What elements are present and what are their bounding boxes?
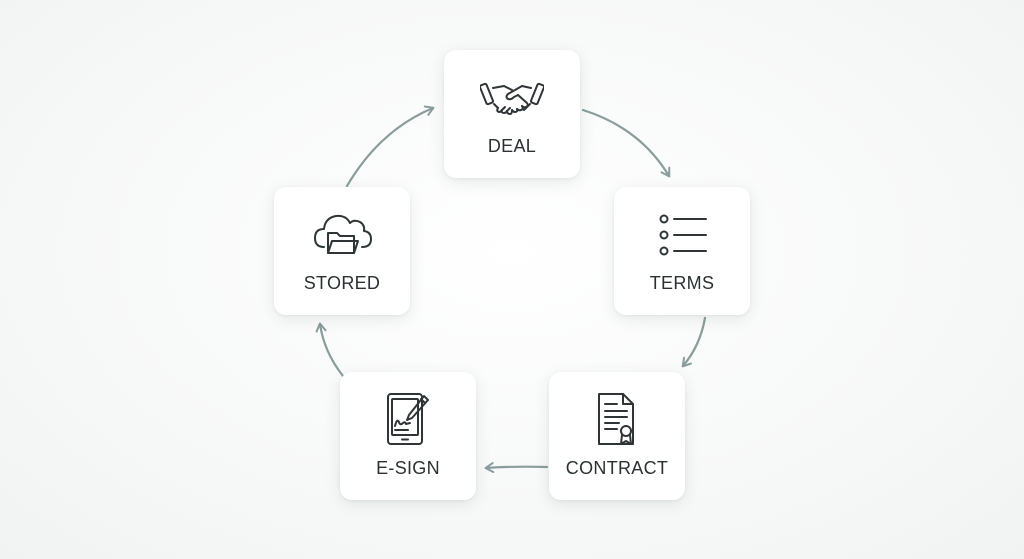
node-deal-label: DEAL [487,136,537,156]
cloud-folder-icon [310,207,374,263]
certificate-document-icon [585,392,649,448]
node-contract: CONTRACT [549,372,685,500]
node-esign-label: E-SIGN [376,458,440,478]
node-esign: E-SIGN [340,372,476,500]
arrow-esign-to-stored [315,322,345,378]
arrow-terms-to-contract [681,316,707,368]
arrow-contract-to-esign [484,462,549,474]
checklist-icon [650,207,714,263]
node-terms-label: TERMS [649,273,715,293]
tablet-signature-icon [376,392,440,448]
node-terms: TERMS [614,187,750,315]
node-deal: DEAL [444,50,580,178]
node-contract-label: CONTRACT [565,458,669,478]
arrow-stored-to-deal [345,105,435,188]
handshake-icon [480,70,544,126]
node-stored-label: STORED [303,273,381,293]
node-stored: STORED [274,187,410,315]
arrow-deal-to-terms [581,108,671,178]
